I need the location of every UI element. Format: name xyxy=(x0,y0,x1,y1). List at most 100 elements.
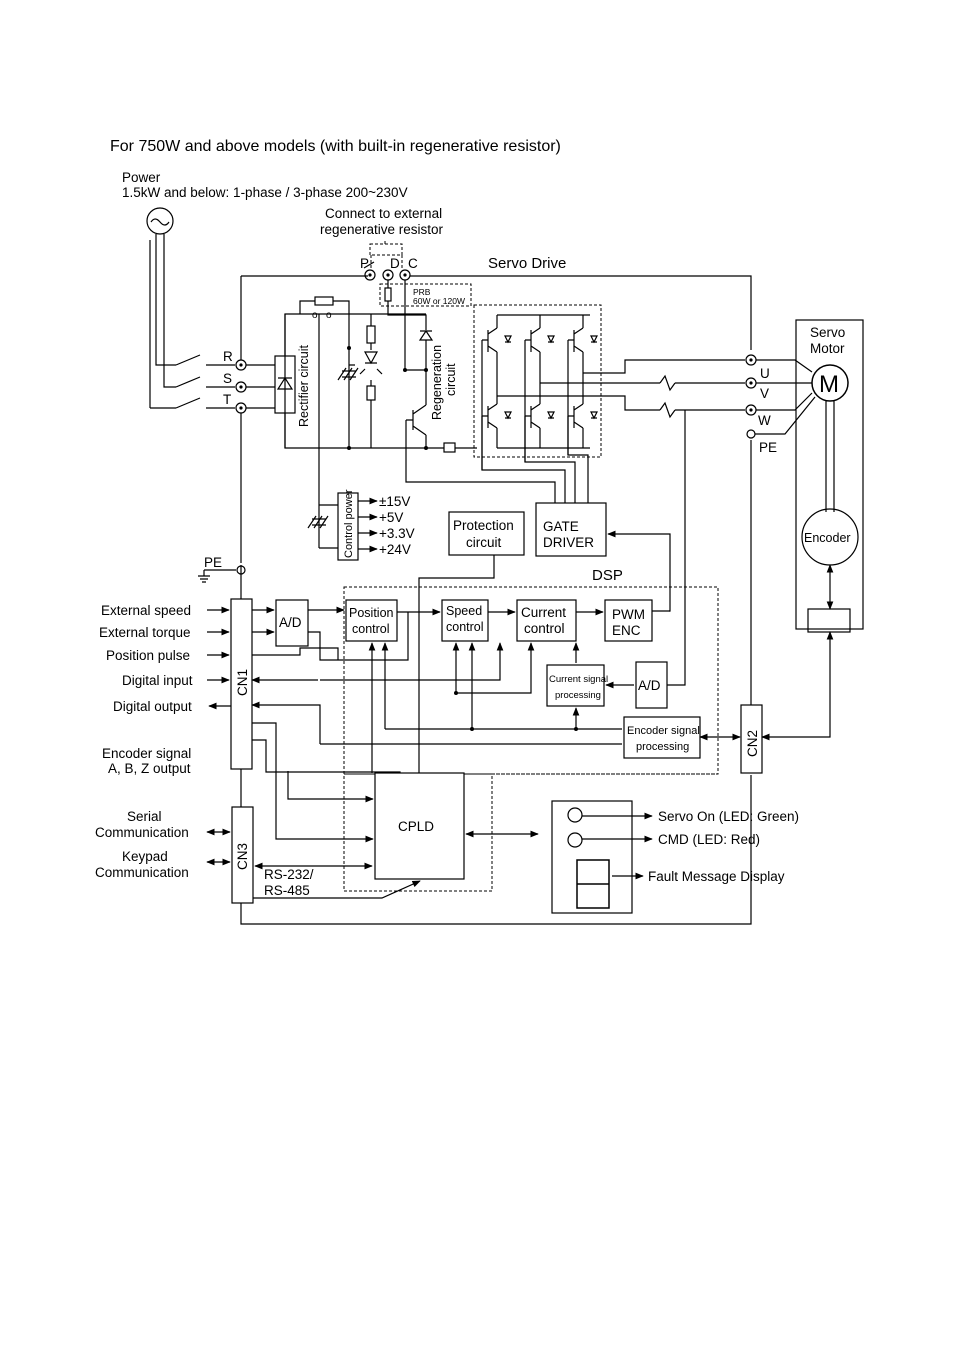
terminal-w-label: W xyxy=(758,413,771,428)
regeneration-label-line2: circuit xyxy=(444,363,458,396)
prb-line2: 60W or 120W xyxy=(413,296,465,306)
regeneration-diode-icon xyxy=(418,329,434,341)
power-spec: 1.5kW and below: 1-phase / 3-phase 200~2… xyxy=(122,185,408,200)
rs-line2: RS-485 xyxy=(264,883,310,898)
terminal-v-label: V xyxy=(760,386,769,401)
power-switch-icon xyxy=(175,354,235,409)
current-control-box xyxy=(516,599,577,642)
prb-line1: PRB xyxy=(413,287,431,297)
external-resistor-line1: Connect to external xyxy=(325,206,442,221)
cn1-signal-position-pulse: Position pulse xyxy=(106,648,190,663)
terminal-c-label: C xyxy=(408,256,418,271)
encoder-output-line1: Encoder signal xyxy=(102,746,191,761)
control-capacitor-icon xyxy=(307,515,329,529)
cn3-connector xyxy=(231,806,254,904)
indicator-fault: Fault Message Display xyxy=(648,869,785,884)
position-control-line1: Position xyxy=(349,606,394,620)
control-power-output-4: +24V xyxy=(379,542,411,557)
bus-capacitor-icon xyxy=(337,364,359,381)
cn1-label: CN1 xyxy=(235,669,250,696)
ad-right-box xyxy=(635,661,668,709)
servo-motor-label-line1: Servo xyxy=(810,325,845,340)
pwm-enc-box xyxy=(604,599,653,642)
dsp-region xyxy=(343,586,719,775)
cpld-label: CPLD xyxy=(398,819,434,834)
cn1-signal-external-speed: External speed xyxy=(101,603,191,618)
indicator-panel xyxy=(551,800,633,914)
speed-control-line2: control xyxy=(446,620,484,634)
pwm-enc-line1: PWM xyxy=(612,607,645,622)
cn1-arrows xyxy=(207,606,231,710)
rectifier-diode-icon xyxy=(276,376,294,390)
protection-label-line2: circuit xyxy=(466,535,502,550)
control-power-box xyxy=(337,492,359,561)
gate-driver-label-line2: DRIVER xyxy=(543,535,594,550)
cn1-connector xyxy=(230,598,253,770)
pwm-enc-line2: ENC xyxy=(612,623,641,638)
terminal-rst-icon xyxy=(235,359,247,414)
diagram-title: For 750W and above models (with built-in… xyxy=(110,138,561,155)
rs-line1: RS-232/ xyxy=(264,867,314,882)
terminal-s-label: S xyxy=(223,371,232,386)
protection-circuit-box xyxy=(448,511,525,556)
current-signal-line1: Current signal xyxy=(549,674,608,685)
cn3-serial-line1: Serial xyxy=(127,809,162,824)
terminal-pe-left-label: PE xyxy=(204,555,222,570)
control-power-label: Control power xyxy=(343,489,355,558)
encoder-label: Encoder xyxy=(804,531,851,545)
control-power-output-3: +3.3V xyxy=(379,526,415,541)
cn2-connector xyxy=(740,704,763,774)
cn3-serial-line2: Communication xyxy=(95,825,189,840)
servo-on-led-icon xyxy=(567,807,583,823)
terminal-r-label: R xyxy=(223,349,233,364)
current-signal-line2: processing xyxy=(555,690,601,701)
terminal-pe-motor-label: PE xyxy=(759,440,777,455)
position-control-box xyxy=(345,599,398,642)
terminal-pdc-icon xyxy=(363,261,411,281)
control-power-output-1: ±15V xyxy=(379,494,410,509)
protection-label-line1: Protection xyxy=(453,518,514,533)
control-power-output-2: +5V xyxy=(379,510,403,525)
igbt-inverter-icon xyxy=(482,314,598,449)
cn1-signal-external-torque: External torque xyxy=(99,625,191,640)
seven-segment-icon xyxy=(576,859,610,909)
ac-source-icon xyxy=(146,207,174,235)
cn1-signal-digital-output: Digital output xyxy=(113,699,192,714)
charge-led-icon xyxy=(359,351,383,375)
gate-driver-label-line1: GATE xyxy=(543,519,579,534)
external-resistor-line2: regenerative resistor xyxy=(320,222,444,237)
servo-motor-box xyxy=(795,319,864,630)
cn3-label: CN3 xyxy=(235,843,250,870)
encoder-signal-line1: Encoder signal xyxy=(627,725,700,737)
ad-right-label: A/D xyxy=(638,678,661,693)
servo-drive-title: Servo Drive xyxy=(488,255,566,272)
ground-icon xyxy=(198,565,246,583)
cn2-label: CN2 xyxy=(745,730,760,757)
ad-left-label: A/D xyxy=(279,615,302,630)
ad-left-box xyxy=(275,599,309,647)
svg-text:o: o xyxy=(326,310,332,321)
position-control-line2: control xyxy=(352,622,390,636)
power-label: Power xyxy=(122,170,161,185)
dsp-title: DSP xyxy=(592,567,623,584)
cn3-keypad-line1: Keypad xyxy=(122,849,168,864)
external-resistor-icon xyxy=(369,240,403,268)
servo-motor-label-line2: Motor xyxy=(810,341,845,356)
terminal-u-label: U xyxy=(760,366,770,381)
rectifier-label: Rectifier circuit xyxy=(297,345,311,427)
speed-control-line1: Speed xyxy=(446,604,482,618)
current-control-line1: Current xyxy=(521,605,566,620)
cpld-box xyxy=(374,772,465,880)
dsp-wiring xyxy=(252,606,741,773)
terminal-t-label: T xyxy=(223,392,231,407)
gate-driver-box xyxy=(535,502,607,557)
regeneration-label-line1: Regeneration xyxy=(430,345,444,420)
current-sensor-icon xyxy=(659,374,676,419)
regeneration-transistor-icon xyxy=(406,370,427,448)
indicator-servo-on: Servo On (LED: Green) xyxy=(658,809,799,824)
control-power-outputs xyxy=(358,497,378,553)
indicator-cmd: CMD (LED: Red) xyxy=(658,832,760,847)
speed-control-box xyxy=(441,599,489,642)
prb-resistor-icon xyxy=(384,287,392,302)
